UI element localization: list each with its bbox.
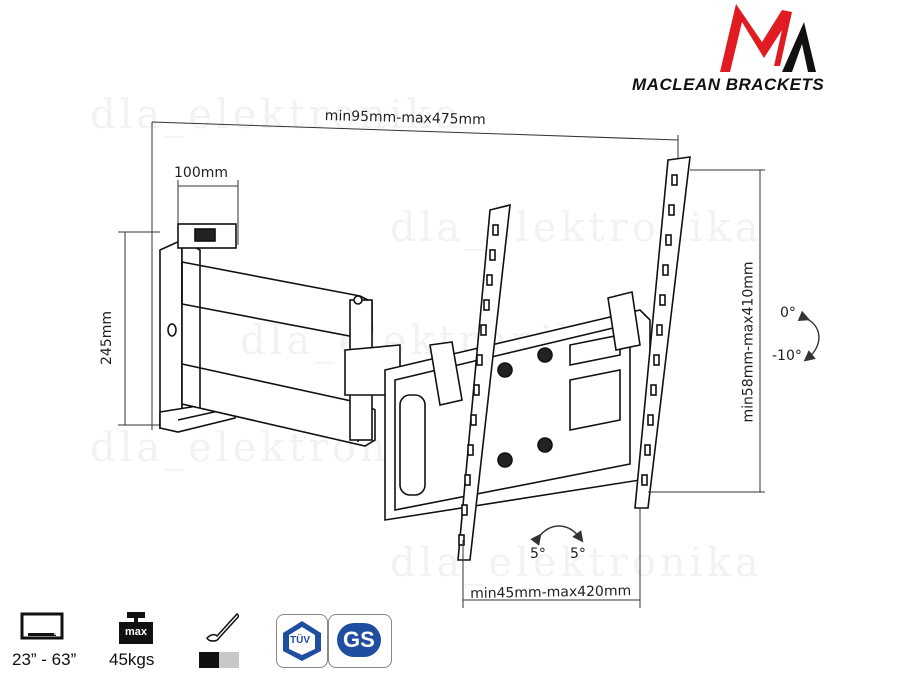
left-vertical-bracket bbox=[429, 203, 511, 561]
watermark-5: dla_elektronika bbox=[390, 540, 763, 586]
wall-plate-height-label: 245mm bbox=[99, 311, 115, 365]
finish-color-spec bbox=[195, 612, 250, 672]
screen-size-label: 23” - 63” bbox=[12, 650, 77, 669]
swivel-right-angle-label: 5° bbox=[570, 546, 586, 562]
vesa-vertical-dimension bbox=[648, 169, 765, 493]
wall-plate-height-dimension bbox=[118, 231, 165, 426]
swivel-left-angle-label: 5° bbox=[530, 546, 546, 562]
screen-size-spec: 23” - 63” bbox=[10, 612, 90, 672]
max-load-label: 45kgs bbox=[109, 650, 155, 669]
vesa-vertical-label: min58mm-max410mm bbox=[740, 261, 757, 423]
tilt-down-angle-label: -10° bbox=[772, 348, 802, 364]
max-load-icon-label: max bbox=[125, 626, 148, 638]
watermark-2: dla_elektronika bbox=[390, 205, 763, 251]
tuv-logo-icon bbox=[283, 621, 321, 661]
brand-name: MACLEAN BRACKETS bbox=[632, 75, 825, 94]
vesa-horizontal-label: min45mm-max420mm bbox=[470, 583, 632, 602]
articulating-arm bbox=[181, 261, 401, 447]
tv-screen-icon bbox=[20, 612, 64, 640]
color-swatch-silver bbox=[219, 652, 239, 668]
brand-logo: MACLEAN BRACKETS bbox=[632, 0, 900, 96]
weight-icon bbox=[119, 612, 153, 644]
right-vertical-bracket bbox=[607, 156, 691, 509]
wall-plate-width-label: 100mm bbox=[174, 165, 228, 181]
tuv-certification-badge: TÜV bbox=[276, 614, 328, 668]
mount-diagram bbox=[118, 121, 820, 608]
paint-brush-icon bbox=[206, 612, 239, 642]
tuv-label: TÜV bbox=[290, 635, 310, 646]
gs-label: GS bbox=[343, 627, 375, 652]
tv-bracket-frame bbox=[384, 309, 651, 521]
tilt-arrow-icon bbox=[797, 310, 820, 362]
swivel-arrow-icon bbox=[530, 525, 584, 546]
color-swatch-black bbox=[199, 652, 219, 668]
tilt-up-angle-label: 0° bbox=[780, 305, 796, 321]
max-load-spec: max 45kgs bbox=[105, 612, 175, 672]
gs-logo-icon bbox=[337, 623, 381, 657]
vesa-horizontal-dimension bbox=[462, 508, 641, 608]
gs-certification-badge: GS bbox=[328, 614, 392, 668]
maclean-logo-icon bbox=[720, 4, 816, 72]
